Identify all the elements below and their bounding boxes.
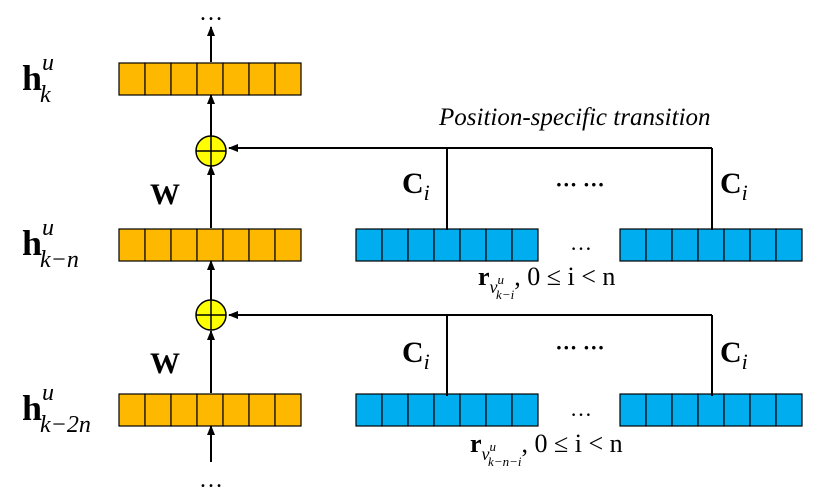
vector-cell: [433, 393, 461, 427]
middots-lower: ··· ···: [555, 335, 605, 360]
vector-cell: [248, 62, 276, 96]
hidden-vector-hk: [118, 62, 302, 96]
vector-cell: [511, 228, 539, 262]
vector-cell: [118, 62, 146, 96]
vector-cell: [274, 393, 302, 427]
vector-cell: [196, 393, 224, 427]
label-w-upper: W: [150, 178, 180, 211]
dots-bottom: …: [199, 467, 223, 493]
vector-cell: [407, 393, 435, 427]
vector-cell: [775, 393, 803, 427]
vector-cell: [619, 228, 647, 262]
vector-cell: [697, 228, 725, 262]
label-c-upper-right: Ci: [720, 167, 748, 205]
vector-cell: [248, 228, 276, 262]
item-vector-lower-left: [355, 393, 539, 427]
label-c-lower-left: Ci: [402, 336, 430, 374]
adder-lower: [195, 299, 227, 331]
vector-cell: [697, 393, 725, 427]
vector-cell: [645, 228, 673, 262]
adder-upper: [195, 135, 227, 167]
vector-cell: [645, 393, 673, 427]
vector-cell: [196, 62, 224, 96]
vector-cell: [355, 228, 383, 262]
vector-cell: [485, 228, 513, 262]
vector-cell: [144, 228, 172, 262]
vector-cell: [222, 228, 250, 262]
hidden-vector-hk-2n: [118, 393, 302, 427]
vector-cell: [723, 393, 751, 427]
middots-upper: ··· ···: [555, 172, 605, 197]
item-vector-lower-right: [619, 393, 803, 427]
dots-top: …: [199, 0, 223, 26]
vector-cell: [619, 393, 647, 427]
vector-cell: [274, 62, 302, 96]
vector-cell: [671, 393, 699, 427]
vector-cell: [170, 228, 198, 262]
item-vector-upper-right: [619, 228, 803, 262]
label-w-lower: W: [150, 347, 180, 380]
vector-cell: [381, 228, 409, 262]
vector-cell: [144, 393, 172, 427]
vector-cell: [459, 393, 487, 427]
vector-cell: [407, 228, 435, 262]
row-dots-upper: …: [570, 230, 592, 255]
vector-cell: [511, 393, 539, 427]
vector-cell: [775, 228, 803, 262]
vector-cell: [248, 393, 276, 427]
vector-cell: [170, 393, 198, 427]
vector-cell: [485, 393, 513, 427]
vector-cell: [170, 62, 198, 96]
vector-cell: [118, 228, 146, 262]
vector-cell: [723, 228, 751, 262]
vector-cell: [274, 228, 302, 262]
label-c-lower-right: Ci: [720, 336, 748, 374]
vector-cell: [749, 228, 777, 262]
hidden-vector-hk-n: [118, 228, 302, 262]
vector-cell: [749, 393, 777, 427]
vector-cell: [355, 393, 383, 427]
vector-cell: [118, 393, 146, 427]
vector-cell: [671, 228, 699, 262]
vector-cell: [433, 228, 461, 262]
vector-cell: [381, 393, 409, 427]
row-dots-lower: …: [570, 396, 592, 421]
label-position-specific-transition: Position-specific transition: [438, 104, 711, 131]
vector-cell: [222, 62, 250, 96]
item-vector-upper-left: [355, 228, 539, 262]
vector-cell: [144, 62, 172, 96]
vector-cell: [196, 228, 224, 262]
label-c-upper-left: Ci: [402, 167, 430, 205]
vector-cell: [459, 228, 487, 262]
vector-cell: [222, 393, 250, 427]
